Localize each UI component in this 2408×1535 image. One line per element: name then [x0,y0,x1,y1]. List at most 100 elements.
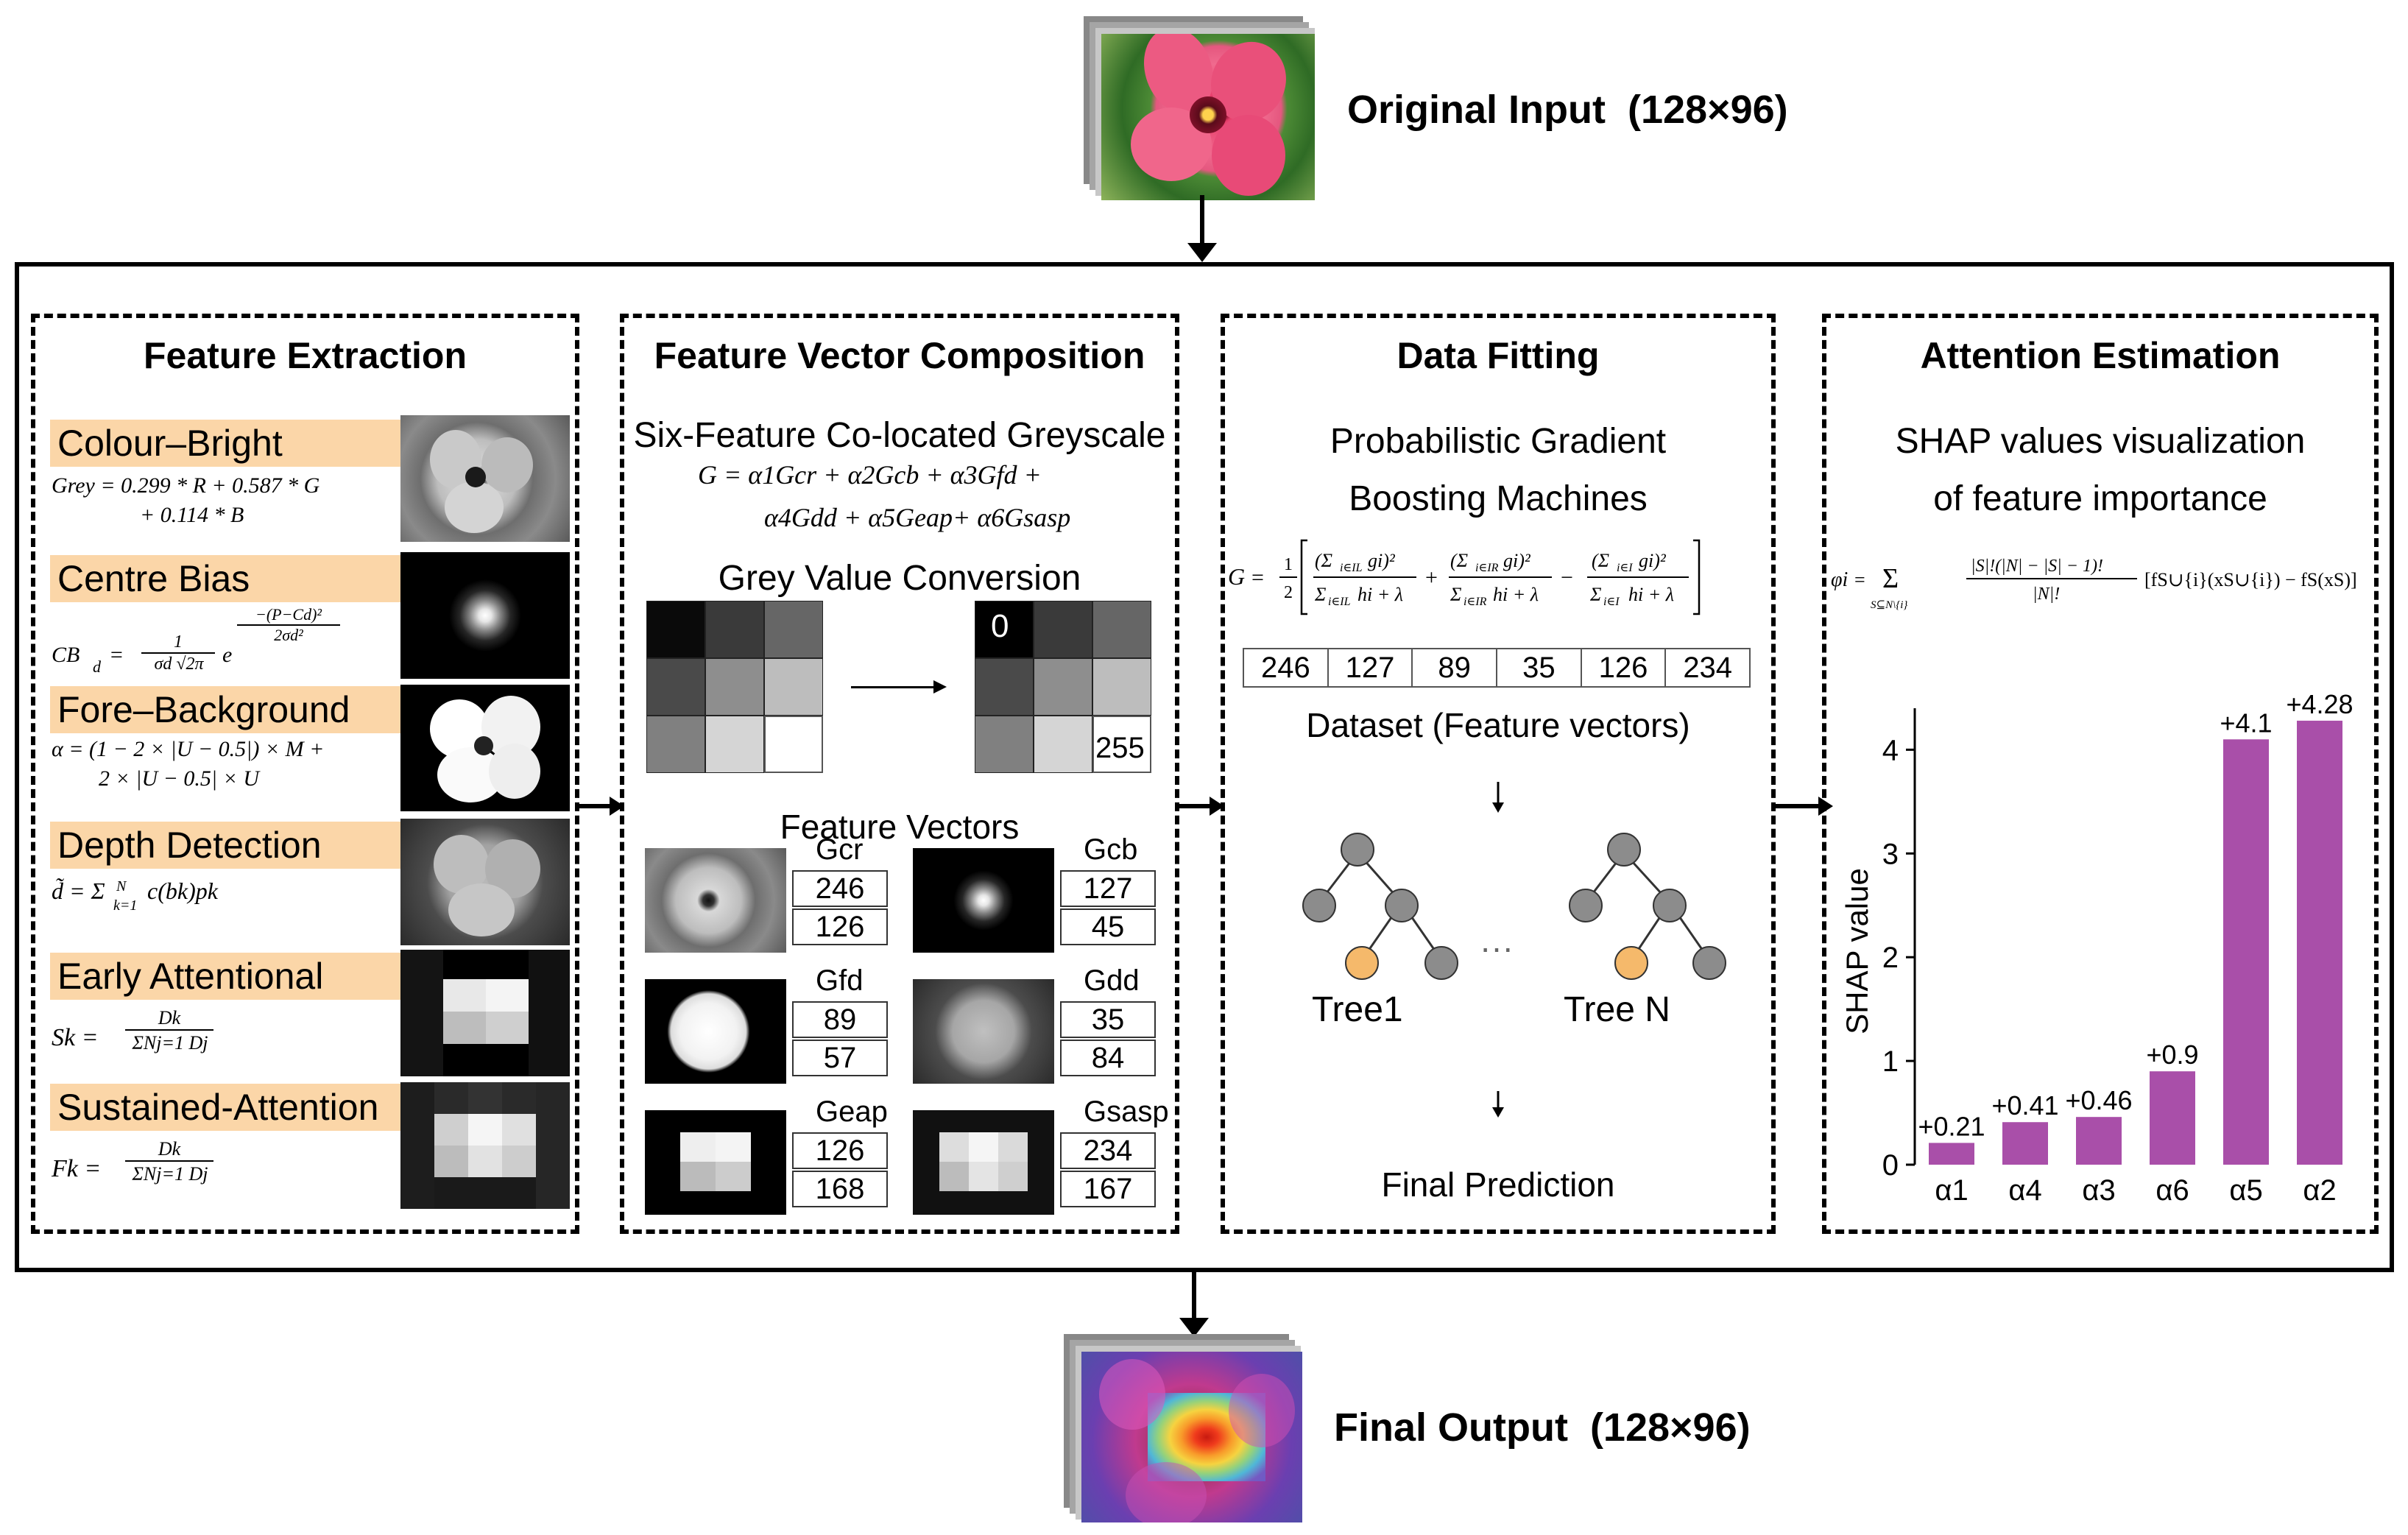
bar-4 [2150,1071,2195,1165]
composition-formula-line2: α4Gdd + α5Geap+ α6Gsasp [764,503,1071,532]
svg-text:[fS∪{i}(xS∪{i}) − fS(xS)]: [fS∪{i}(xS∪{i}) − fS(xS)] [2144,569,2357,590]
thumb-early-attentional [400,950,570,1076]
output-image-stack [1064,1334,1307,1525]
input-image-stack [1084,16,1319,200]
bar-value-label: +4.28 [2286,689,2353,719]
tree1-label: Tree1 [1312,990,1403,1029]
bar-value-label: +0.46 [2065,1085,2132,1115]
svg-text:hi + λ: hi + λ [1628,584,1674,605]
bar-6 [2297,720,2342,1165]
arrow-head [933,680,947,694]
arrow-head [1492,1107,1504,1118]
treeN-label: Tree N [1564,990,1670,1029]
panel-title: Data Fitting [1397,335,1600,376]
formula-fore-background: α = (1 − 2 × |U − 0.5|) × M + 2 × |U − 0… [52,737,325,791]
panel-title: Feature Extraction [143,335,467,376]
bar-value-label: +0.41 [1991,1090,2058,1121]
svg-text:|S|!(|N| − |S| − 1)!: |S|!(|N| − |S| − 1)! [1971,557,2103,576]
vector-name: Gsasp [1084,1095,1169,1128]
vector-name: Gcr [816,833,864,866]
composition-formula-line1: G = α1Gcr + α2Gcb + α3Gfd + [698,460,1042,490]
vector-value: 89 [792,1001,888,1038]
vector-value: 127 [1060,870,1156,907]
pipeline-frame [15,262,2394,1272]
arrow-head [1179,1318,1209,1337]
feature-label-fore-background: Fore–Background [50,686,402,733]
vector-name: Gcb [1084,833,1138,866]
input-label: Original Input (128×96) [1347,88,1788,132]
vector-name: Gfd [816,964,864,997]
gain-formula: G = 1 2 (Σ i∈IL gi)² Σ i∈IL hi + λ + (Σ … [1228,539,1701,615]
vector-value: 126 [792,908,888,945]
dataset-cell: 246 [1244,649,1329,686]
bar-2 [2002,1122,2048,1165]
y-tick-label: 3 [1882,838,1899,870]
feature-label-sustained-attention: Sustained-Attention [50,1084,402,1131]
y-tick-label: 2 [1882,942,1899,974]
vector-thumbnail [645,848,786,953]
bar-1 [1929,1143,1974,1165]
dataset-cell: 126 [1582,649,1667,686]
formula-centre-bias: CB d = 1 σd √2π e −(P−Cd)² 2σd² [52,605,405,686]
bar-value-label: +0.9 [2146,1040,2198,1070]
thumb-depth [400,819,570,945]
arrow-down-icon [1192,1272,1196,1324]
svg-text:i∈IR: i∈IR [1475,562,1499,574]
vector-name: Geap [816,1095,888,1128]
svg-text:hi + λ: hi + λ [1493,584,1539,605]
svg-text:i∈I: i∈I [1603,596,1620,608]
vector-value: 84 [1060,1040,1156,1076]
x-tick-label: α6 [2155,1174,2189,1207]
svg-text:(Σ: (Σ [1592,550,1610,571]
feature-label-colour-bright: Colour–Bright [50,420,402,467]
y-tick-label: 0 [1882,1149,1899,1182]
grey-min-value: 0 [991,608,1009,644]
thumb-centre-bias [400,552,570,679]
bar-value-label: +0.21 [1918,1111,1985,1141]
tree-ensemble [1302,782,1726,1115]
fitting-subtitle-1: Probabilistic Gradient [1330,422,1667,461]
panel-attention-estimation: Attention Estimation SHAP values visuali… [1822,314,2379,1234]
vector-value: 35 [1060,1001,1156,1038]
x-tick-label: α2 [2303,1174,2336,1207]
grey-grid-before [646,601,823,773]
arrow-right-icon [579,804,616,808]
svg-text:gi)²: gi)² [1639,550,1667,571]
svg-text:=: = [1251,565,1264,590]
formula-depth-detection: d̃ = Σ N k=1 c(bk)pk [52,878,218,914]
svg-text:2: 2 [1284,583,1293,602]
dataset-cell: 35 [1497,649,1582,686]
vector-value: 45 [1060,908,1156,945]
svg-text:hi + λ: hi + λ [1357,584,1403,605]
svg-text:i∈I: i∈I [1617,562,1633,574]
feature-label-centre-bias: Centre Bias [50,555,402,602]
svg-text:i∈IL: i∈IL [1340,562,1363,574]
vector-thumbnail [913,979,1054,1084]
feature-label-early-attentional: Early Attentional [50,953,402,1000]
vector-thumbnail [913,1110,1054,1215]
panel-feature-vector-composition: Feature Vector Composition Six-Feature C… [620,314,1179,1234]
svg-text:G: G [1228,563,1245,590]
vector-name: Gdd [1084,964,1140,997]
svg-text:gi)²: gi)² [1503,550,1531,571]
panel-feature-extraction: Feature Extraction Colour–Bright Grey = … [31,314,579,1234]
grey-conversion-title: Grey Value Conversion [718,559,1081,598]
dataset-cell: 234 [1683,652,1733,684]
fitting-subtitle-2: Boosting Machines [1349,479,1648,518]
y-tick-label: 1 [1882,1045,1899,1078]
final-prediction-label: Final Prediction [1381,1165,1615,1204]
attention-subtitle-1: SHAP values visualization [1895,422,2306,461]
svg-text:S⊆N\{i}: S⊆N\{i} [1871,599,1907,611]
svg-text:φi: φi [1831,568,1848,591]
dataset-label: Dataset (Feature vectors) [1306,706,1690,744]
panel-title: Feature Vector Composition [654,335,1145,376]
dataset-cell: 127 [1329,649,1413,686]
vector-value: 126 [792,1132,888,1169]
vector-thumbnail [645,1110,786,1215]
svg-text:|N|!: |N|! [2033,585,2060,604]
svg-text:i∈IL: i∈IL [1328,596,1351,608]
svg-text:(Σ: (Σ [1315,550,1333,571]
thumb-greyscale-flower [400,415,570,542]
x-tick-label: α3 [2082,1174,2115,1207]
